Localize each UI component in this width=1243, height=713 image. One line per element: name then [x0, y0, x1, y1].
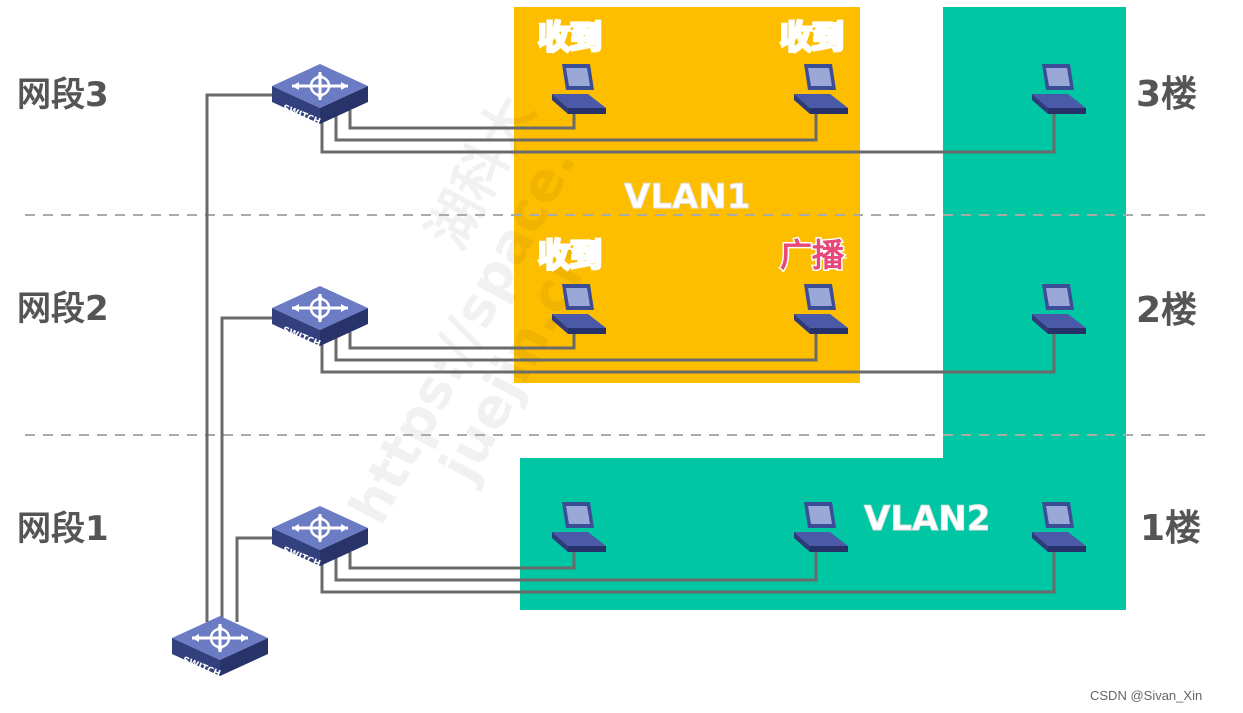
vlan1-label: VLAN1 [624, 177, 750, 217]
pc-caption-received: 收到 [780, 18, 844, 56]
segment-label-3: 网段3 [17, 75, 109, 115]
segment-label-1: 网段1 [17, 509, 109, 549]
switch-core: SWITCH [170, 614, 270, 680]
floor-label-3: 3楼 [1136, 74, 1197, 115]
floor-label-2: 2楼 [1136, 290, 1197, 331]
floor-label-1: 1楼 [1140, 508, 1201, 549]
uplink-cables [205, 93, 272, 622]
floor3-cables [320, 108, 1056, 154]
segment-label-2: 网段2 [17, 289, 109, 329]
switch-floor1: SWITCH [270, 504, 370, 570]
pc-caption-broadcast: 广播 [780, 236, 845, 274]
vlan2-label: VLAN2 [864, 499, 990, 539]
switch-floor3: SWITCH [270, 62, 370, 128]
floor1-cables [320, 548, 1056, 594]
vlan2-area [520, 7, 1126, 610]
floor2-cables [320, 328, 1056, 374]
switch-floor2: SWITCH [270, 284, 370, 350]
pc-caption-received: 收到 [538, 18, 602, 56]
credit-text: CSDN @Sivan_Xin [1090, 688, 1202, 703]
pc-caption-received: 收到 [538, 236, 602, 274]
